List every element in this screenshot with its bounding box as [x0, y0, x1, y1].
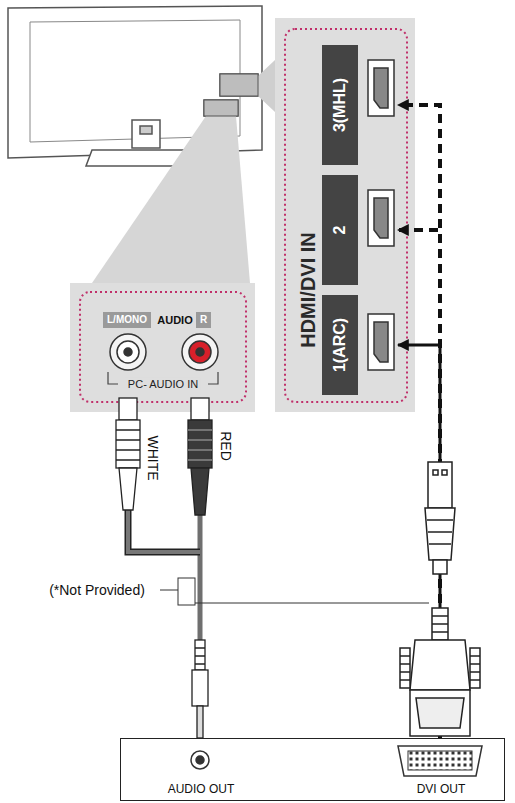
- hdmi-port: 1(ARC): [322, 295, 398, 395]
- tv-port-area: [220, 74, 258, 96]
- bracket: [178, 578, 195, 605]
- hdmi-panel: [275, 18, 415, 412]
- rca-plug-red: [188, 398, 212, 515]
- port-label: R: [200, 314, 207, 326]
- callout-wedge: [258, 60, 275, 112]
- mini-jack-plug: [192, 640, 208, 738]
- cable: [128, 505, 200, 552]
- port-label: 2: [331, 226, 349, 235]
- leader-line: [195, 603, 429, 604]
- port-label: 1(ARC): [331, 318, 349, 372]
- cable-label: WHITE: [145, 435, 161, 480]
- port-band: [322, 175, 358, 285]
- port-label: AUDIO: [157, 314, 192, 327]
- source-device: AUDIO OUT DVI OUT: [120, 738, 505, 801]
- rca-jack: [110, 334, 218, 370]
- hdmi-socket: [368, 60, 394, 370]
- hdmi-panel: HDMI/DVI IN 3(MHL) 2 1(ARC): [275, 18, 415, 412]
- port-label: PC- AUDIO IN: [125, 378, 201, 391]
- hdmi-plug: [425, 462, 455, 574]
- label-box: [196, 312, 211, 328]
- audio-panel: [70, 283, 255, 412]
- dotted-border: [285, 29, 407, 402]
- port-label: HDMI/DVI IN: [297, 232, 320, 348]
- rca-plug-white: [116, 398, 140, 510]
- cable: [128, 505, 200, 552]
- tv-port-area: [204, 100, 238, 116]
- leader-line: [160, 590, 178, 591]
- cable-label: RED: [218, 431, 234, 461]
- callout-wedge: [92, 116, 250, 283]
- label-box: [103, 312, 151, 328]
- port-band: [322, 45, 358, 165]
- device-ports: [191, 746, 482, 776]
- dvi-plug: [400, 608, 480, 736]
- hdmi-port: 2: [322, 175, 398, 285]
- port-label: L/MONO: [107, 314, 147, 326]
- port-band: [322, 295, 358, 395]
- dotted-border: [80, 292, 246, 402]
- cable-label: (*Not Provided): [49, 582, 145, 598]
- bracket: [108, 372, 218, 384]
- port-label: 3(MHL): [331, 78, 349, 132]
- hdmi-port: 3(MHL): [322, 45, 398, 165]
- port-label: DVI OUT: [417, 783, 466, 797]
- port-label: AUDIO OUT: [168, 783, 235, 797]
- audio-panel: L/MONO AUDIO R PC- AUDIO IN: [70, 283, 255, 412]
